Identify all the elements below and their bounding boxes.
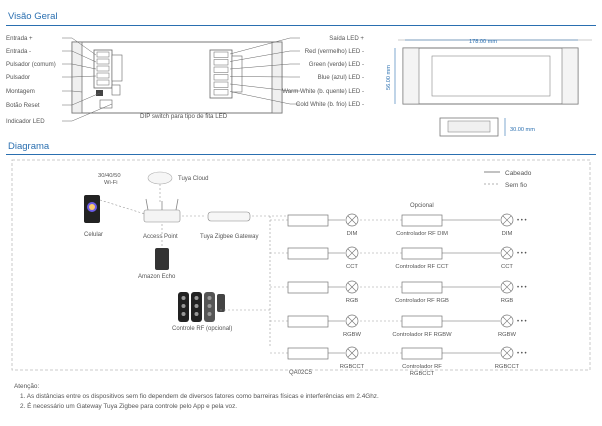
rf-controller-label-1-0: Controlador RF CCT [395, 264, 449, 270]
access-point-label: Access Point [143, 234, 178, 240]
rf-controller-box-2 [401, 281, 443, 294]
left-label-1: Entrada - [6, 48, 31, 55]
controller-box-3 [287, 315, 329, 328]
echo-icon [155, 248, 169, 270]
left-label-3: Pulsador [6, 74, 30, 81]
notes-title: Atenção: [14, 383, 40, 390]
phone-icon [84, 195, 100, 223]
right-label-5: Cold White (b. frio) LED - [296, 101, 364, 108]
continuation-dots-0: • • • [517, 218, 527, 224]
overview-title: Visão Geral [8, 11, 58, 22]
legend-wired: Cabeado [505, 170, 532, 177]
remote-icons [178, 292, 225, 322]
cloud-icon [147, 171, 173, 185]
continuation-dots-3: • • • [517, 319, 527, 325]
dim-depth: 30.00 mm [510, 127, 535, 133]
rf-controller-label-2-0: Controlador RF RGB [395, 298, 449, 304]
rf-controller-box-4 [401, 347, 443, 360]
left-label-0: Entrada + [6, 35, 33, 42]
continuation-dots-1: • • • [517, 251, 527, 257]
model-label: QA02C5 [289, 370, 313, 376]
diagram-row-2: RGB Controlador RF RGB RGB • • • [270, 280, 527, 304]
end-lamp-label-1: CCT [501, 264, 513, 270]
lamp-label-3: RGBW [343, 332, 362, 338]
note-2: 2. É necessário um Gateway Tuya Zigbee p… [20, 403, 238, 410]
wifi-label-1: 30/40/50 [98, 173, 121, 179]
end-lamp-label-4: RGBCCT [495, 364, 520, 370]
left-label-4: Montagem [6, 88, 35, 95]
rf-controller-box-1 [401, 247, 443, 260]
end-lamp-label-2: RGB [501, 298, 514, 304]
controller-box-0 [287, 214, 329, 227]
diagram-rule [6, 154, 596, 155]
right-label-0: Saída LED + [329, 35, 364, 42]
controller-device [71, 41, 283, 114]
diagram-row-3: RGBW Controlador RF RGBW RGBW • • • [270, 314, 527, 338]
continuation-dots-4: • • • [517, 351, 527, 357]
note-1: 1. As distâncias entre os dispositivos s… [20, 393, 379, 400]
lamp-label-0: DIM [347, 231, 358, 237]
end-lamp-label-3: RGBW [498, 332, 517, 338]
left-label-2: Pulsador (comum) [6, 61, 56, 68]
controller-box-4 [287, 347, 329, 360]
rf-controller-label-4-0: Controlador RF [402, 364, 442, 370]
diagram-row-1: CCT Controlador RF CCT CCT • • • [270, 246, 527, 270]
wifi-label-2: Wi-Fi [104, 180, 118, 186]
diagram-row-0: DIM Controlador RF DIM DIM • • • [270, 213, 527, 237]
dim-height: 56.00 mm [386, 65, 392, 90]
rf-controller-box-0 [401, 214, 443, 227]
gateway-label: Tuya Zigbee Gateway [200, 234, 258, 240]
phone-label: Celular [84, 232, 103, 238]
diagram-frame [11, 159, 591, 371]
optional-label: Opcional [410, 203, 434, 209]
gateway-icon [207, 211, 251, 222]
cloud-label: Tuya Cloud [178, 176, 208, 182]
left-label-6: Indicador LED [6, 118, 45, 125]
rf-controller-label-0-0: Controlador RF DIM [396, 231, 448, 237]
controller-box-1 [287, 247, 329, 260]
right-label-3: Blue (azul) LED - [318, 74, 364, 81]
rf-controller-label-4-1: RGBCCT [410, 371, 435, 377]
right-label-4: Warm White (b. quente) LED - [282, 88, 364, 95]
router-icon [143, 198, 181, 223]
dimension-drawing [394, 39, 592, 137]
remote-label: Controle RF (opcional) [172, 326, 232, 332]
echo-label: Amazon Echo [138, 274, 176, 280]
lamp-label-1: CCT [346, 264, 358, 270]
lamp-label-4: RGBCCT [340, 364, 365, 370]
controller-box-2 [287, 281, 329, 294]
dim-width: 178.00 mm [469, 39, 497, 45]
right-label-2: Green (verde) LED - [309, 61, 364, 68]
rf-controller-label-3-0: Controlador RF RGBW [392, 332, 452, 338]
diagram-title: Diagrama [8, 141, 50, 152]
left-label-5: Botão Reset [6, 102, 40, 109]
end-lamp-label-0: DIM [502, 231, 513, 237]
overview-rule [6, 25, 596, 26]
rf-controller-box-3 [401, 315, 443, 328]
right-label-1: Red (vermelho) LED - [305, 48, 364, 55]
notes: Atenção: 1. As distâncias entre os dispo… [14, 382, 379, 412]
continuation-dots-2: • • • [517, 285, 527, 291]
legend-wireless: Sem fio [505, 182, 527, 189]
dip-label: DIP switch para tipo de fita LED [140, 113, 228, 120]
lamp-label-2: RGB [346, 298, 359, 304]
